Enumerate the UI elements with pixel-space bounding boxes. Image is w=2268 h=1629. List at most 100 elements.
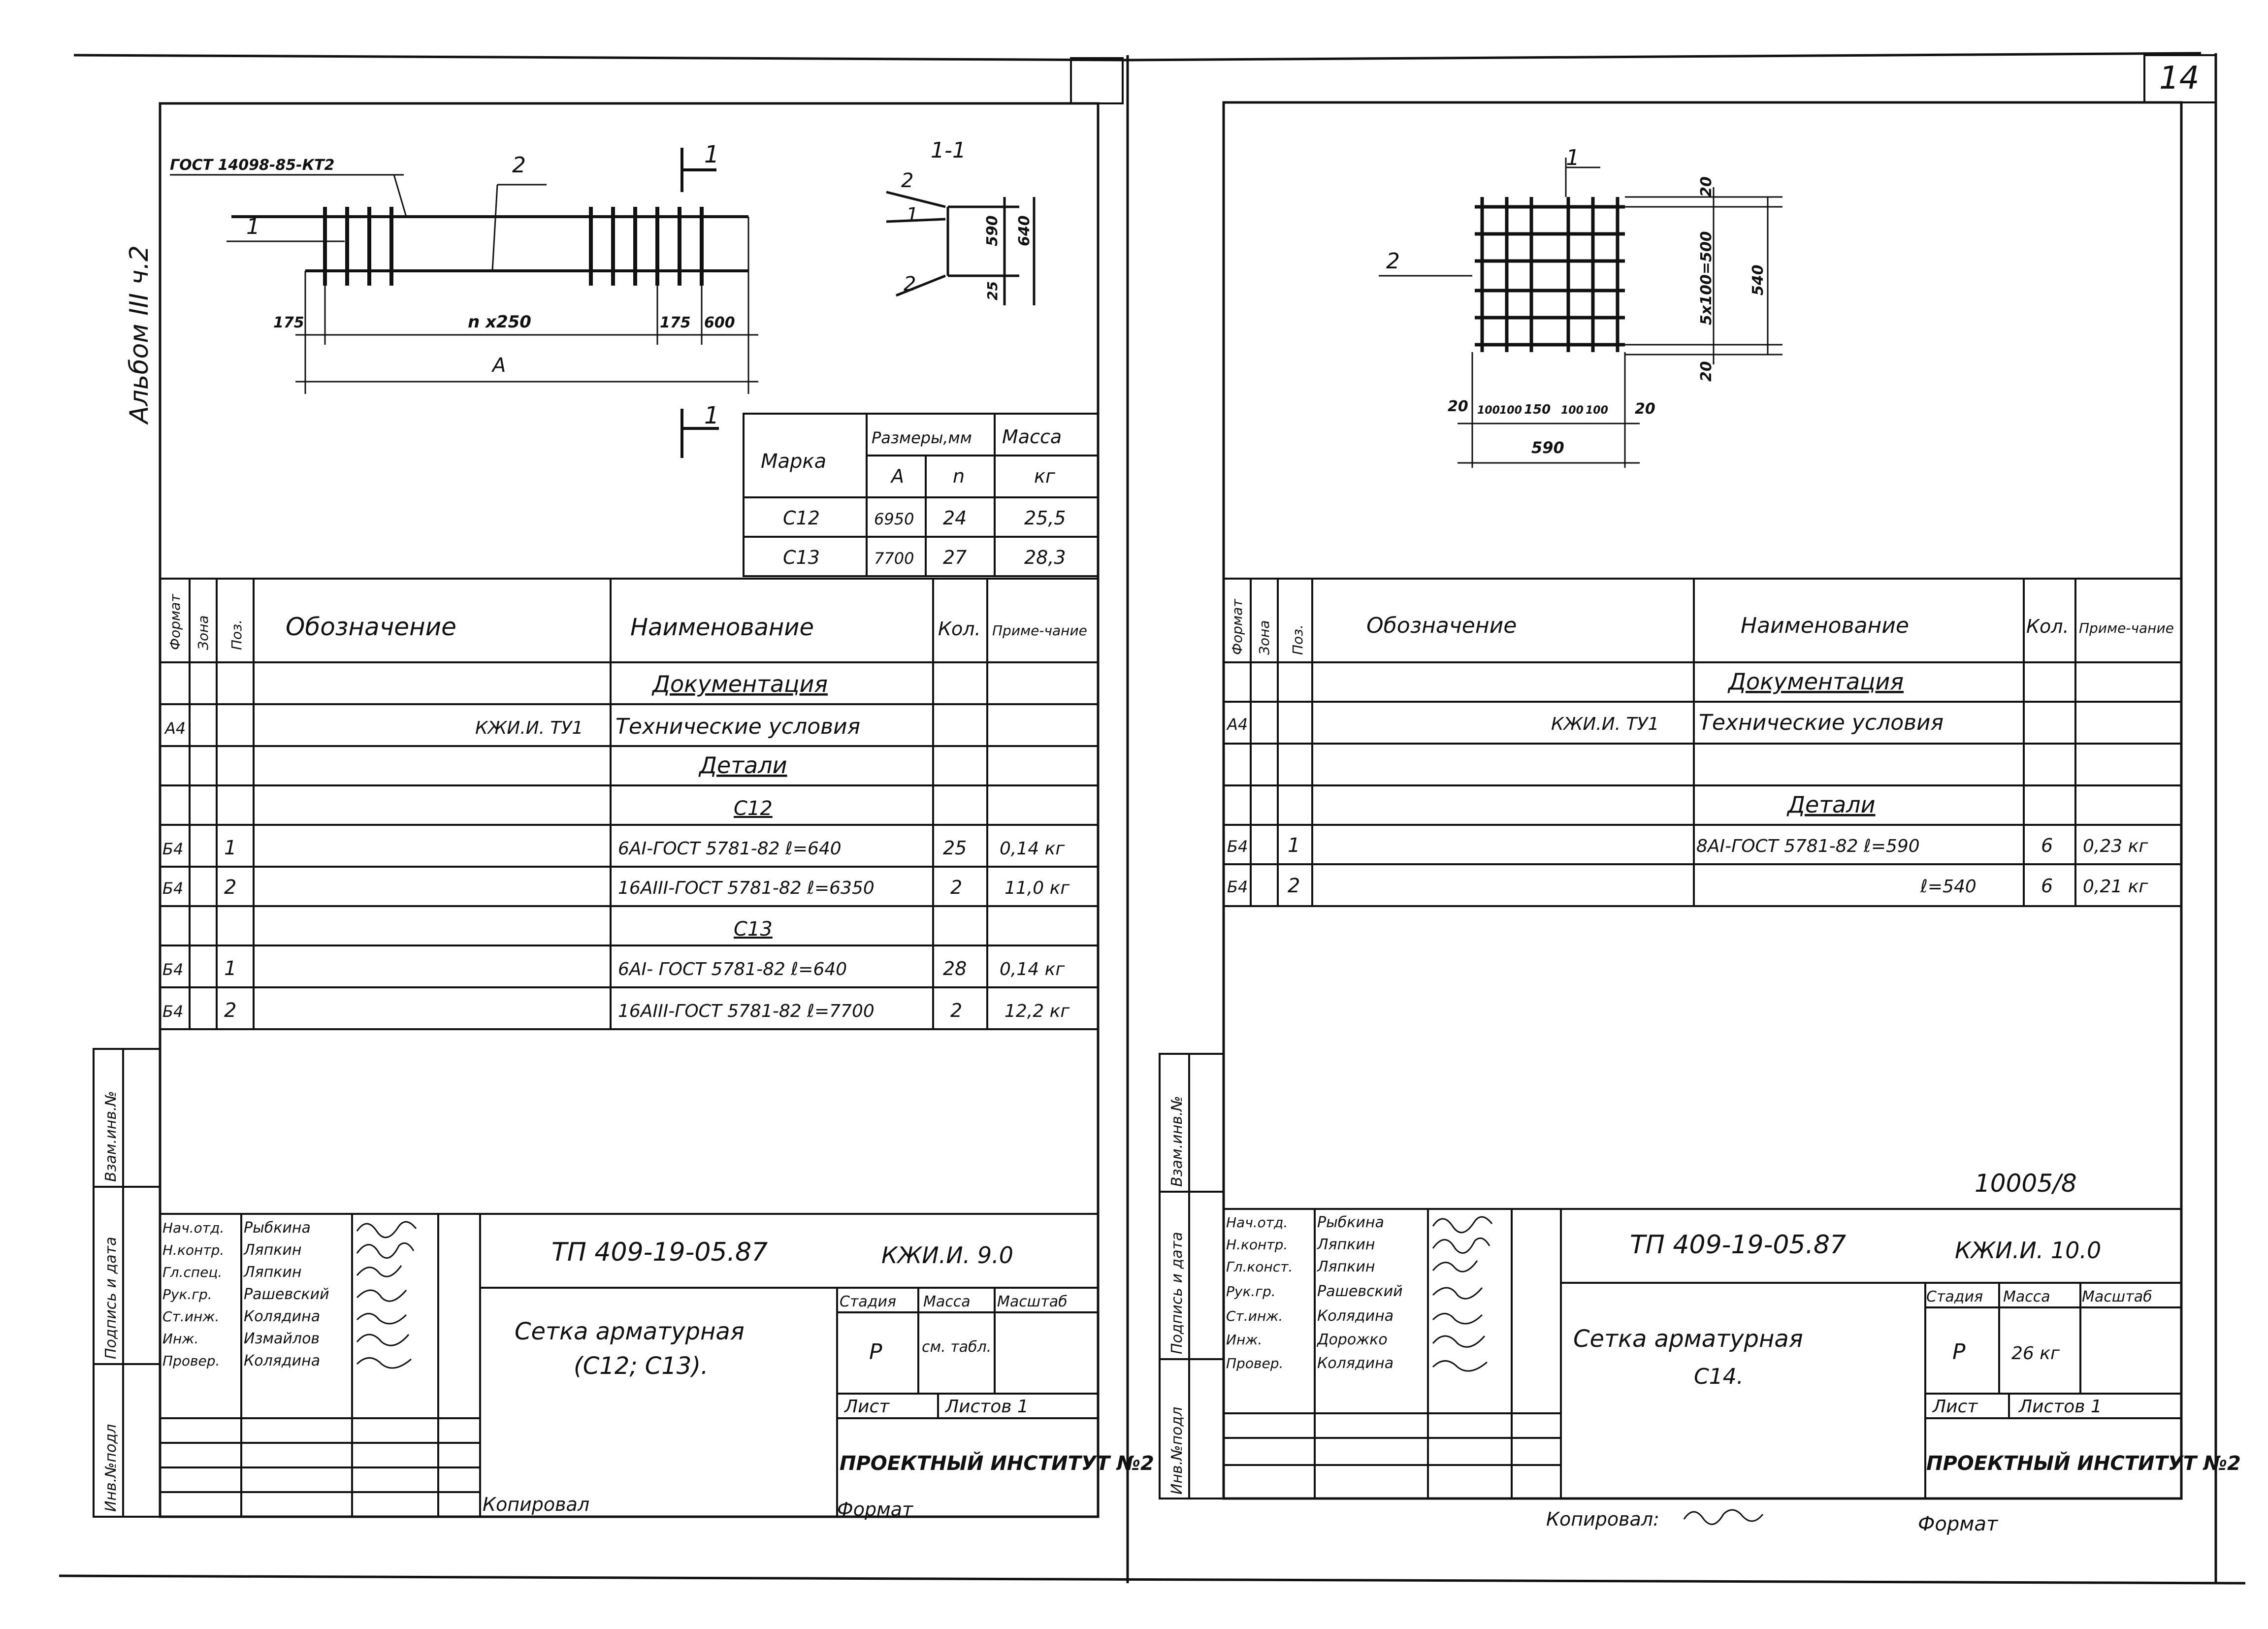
spec-h-format: Формат bbox=[167, 594, 183, 650]
r-stamp-name: Рыбкина bbox=[1317, 1214, 1384, 1231]
spec-r4-fmt: Б4 bbox=[162, 1002, 183, 1021]
r-stamp-h-mass: Масса bbox=[2003, 1288, 2050, 1305]
mt-r1-a: 6950 bbox=[874, 510, 914, 528]
mt-h-mass: Масса bbox=[1002, 426, 1062, 448]
inv-number: 10005/8 bbox=[1975, 1169, 2077, 1198]
spec-c12: С12 bbox=[734, 797, 773, 820]
spec-r2-pos: 2 bbox=[224, 876, 236, 899]
spec-r4-name: 16АIII-ГОСТ 5781-82 ℓ=7700 bbox=[618, 1001, 875, 1021]
stamp-h-stage: Стадия bbox=[840, 1293, 896, 1310]
section-mark-bottom: 1 bbox=[704, 402, 719, 429]
spec-r4-pos: 2 bbox=[224, 999, 236, 1022]
r-spec-r2-qty: 6 bbox=[2041, 875, 2053, 897]
r-d20d: 20 bbox=[1635, 400, 1655, 418]
stamp-title2: (С12; С13). bbox=[574, 1352, 708, 1380]
r-d590: 590 bbox=[1531, 438, 1564, 457]
stamp-h-mass: Масса bbox=[923, 1293, 971, 1310]
r-spec-h-note: Приме-чание bbox=[2079, 620, 2174, 636]
r-stamp-role: Ст.инж. bbox=[1226, 1308, 1283, 1324]
spec-r2-name: 16АIII-ГОСТ 5781-82 ℓ=6350 bbox=[618, 878, 875, 898]
r-stamp-sheets: Листов 1 bbox=[2018, 1397, 2102, 1417]
stamp-role: Ст.инж. bbox=[162, 1308, 219, 1325]
stamp-role: Гл.спец. bbox=[162, 1264, 222, 1280]
spec-r1-qty: 25 bbox=[943, 837, 967, 859]
dim-600: 600 bbox=[704, 314, 735, 331]
r-stamp-mass: 26 кг bbox=[2011, 1343, 2060, 1364]
spec-doc-name: Технические условия bbox=[616, 714, 860, 739]
left-title-block: Нач.отд. Н.контр. Гл.спец. Рук.гр. Ст.ин… bbox=[160, 1213, 1154, 1517]
stamp-role: Нач.отд. bbox=[162, 1220, 224, 1236]
spec-h-note: Приме-чание bbox=[992, 622, 1087, 639]
r-pos1: 1 bbox=[1566, 145, 1580, 170]
spec-h-qty: Кол. bbox=[938, 618, 981, 640]
r-pos2: 2 bbox=[1386, 249, 1400, 274]
r-stamp-org: ПРОЕКТНЫЙ ИНСТИТУТ №2 bbox=[1926, 1451, 2241, 1475]
spec-doc-code: КЖИ.И. ТУ1 bbox=[475, 718, 583, 738]
sheet-border bbox=[59, 52, 2246, 1585]
left-sheet: Альбом III ч.2 ГОСТ 14098-85-КТ2 1 2 bbox=[93, 57, 1154, 1520]
r-d20a: 20 bbox=[1698, 176, 1715, 197]
r-stamp-role: Провер. bbox=[1226, 1355, 1283, 1371]
r-spec-r2-fmt: Б4 bbox=[1227, 878, 1248, 896]
right-stamp-rows: Нач.отд. Н.контр. Гл.конст. Рук.гр. Ст.и… bbox=[1226, 1214, 1403, 1372]
stamp-role: Н.контр. bbox=[162, 1242, 224, 1258]
spec-r1-pos: 1 bbox=[224, 837, 236, 859]
r-spec-r1-name: 8АI-ГОСТ 5781-82 ℓ=590 bbox=[1696, 836, 1920, 856]
r-d100a: 100 bbox=[1477, 404, 1500, 417]
right-sheet: 14 bbox=[1159, 54, 2241, 1535]
mt-r1-n: 24 bbox=[943, 507, 967, 529]
r-spec-doc-name: Технические условия bbox=[1699, 710, 1944, 735]
r-spec-documentation: Документация bbox=[1727, 668, 1904, 695]
r-d100b: 100 bbox=[1499, 404, 1522, 417]
sec-pos2b: 2 bbox=[904, 273, 916, 295]
pos1-label: 1 bbox=[246, 214, 260, 239]
spec-r3-fmt: Б4 bbox=[162, 960, 183, 979]
mt-r1-mass: 25,5 bbox=[1024, 507, 1066, 529]
r-stamp-name: Ляпкин bbox=[1317, 1236, 1375, 1253]
r-stamp-name: Дорожко bbox=[1316, 1331, 1388, 1348]
mt-r2-a: 7700 bbox=[874, 549, 914, 568]
r-spec-h-zone: Зона bbox=[1256, 620, 1272, 655]
section-mark-top: 1 bbox=[704, 141, 719, 168]
r-spec-r1-qty: 6 bbox=[2041, 835, 2053, 856]
section-title: 1-1 bbox=[931, 138, 966, 163]
r-spec-r2-pos: 2 bbox=[1288, 875, 1300, 897]
stamp-name: Ляпкин bbox=[243, 1264, 301, 1281]
r-d100c: 100 bbox=[1561, 404, 1584, 417]
left-mesh-drawing: ГОСТ 14098-85-КТ2 1 2 1 1 bbox=[170, 138, 1036, 458]
r-d150: 150 bbox=[1524, 402, 1551, 417]
spec-r4-note: 12,2 кг bbox=[1004, 1001, 1070, 1021]
mt-h-n: n bbox=[953, 465, 965, 487]
r-stamp-role: Рук.гр. bbox=[1226, 1283, 1276, 1300]
r-spec-r2-note: 0,21 кг bbox=[2083, 877, 2148, 897]
r-spec-doc-code: КЖИ.И. ТУ1 bbox=[1551, 714, 1659, 734]
spec-c13: С13 bbox=[734, 918, 773, 941]
r-stamp-role: Нач.отд. bbox=[1226, 1214, 1288, 1231]
spec-r1-note: 0,14 кг bbox=[1000, 839, 1065, 859]
stamp-h-scale: Масштаб bbox=[997, 1293, 1068, 1310]
stamp-name: Колядина bbox=[244, 1308, 320, 1325]
side-inv: Инв.№подл bbox=[102, 1424, 120, 1512]
r-d540: 540 bbox=[1750, 264, 1767, 295]
spec-documentation: Документация bbox=[651, 671, 828, 697]
stamp-name: Рыбкина bbox=[244, 1219, 311, 1237]
page-number: 14 bbox=[2159, 60, 2199, 97]
mt-h-A: А bbox=[890, 465, 904, 487]
r-spec-h-name: Наименование bbox=[1741, 613, 1909, 638]
spec-h-name: Наименование bbox=[630, 614, 814, 641]
r-stamp-name: Ляпкин bbox=[1317, 1258, 1375, 1275]
right-corner-box bbox=[2143, 54, 2217, 103]
r-d100d: 100 bbox=[1586, 404, 1608, 417]
left-format: Формат bbox=[837, 1499, 914, 1520]
right-copied: Копировал: bbox=[1546, 1508, 1659, 1530]
spec-h-zone: Зона bbox=[195, 615, 211, 650]
r-stamp-h-stage: Стадия bbox=[1926, 1288, 1983, 1305]
stamp-name: Колядина bbox=[244, 1352, 320, 1369]
spec-h-designation: Обозначение bbox=[286, 613, 456, 641]
r-stamp-sheet: Лист bbox=[1932, 1397, 1978, 1417]
r-stamp-title2: С14. bbox=[1694, 1364, 1744, 1389]
r-side-inv: Инв.№подл bbox=[1168, 1407, 1186, 1495]
r-spec-doc-format: А4 bbox=[1226, 715, 1248, 734]
mt-r2-n: 27 bbox=[943, 547, 967, 568]
